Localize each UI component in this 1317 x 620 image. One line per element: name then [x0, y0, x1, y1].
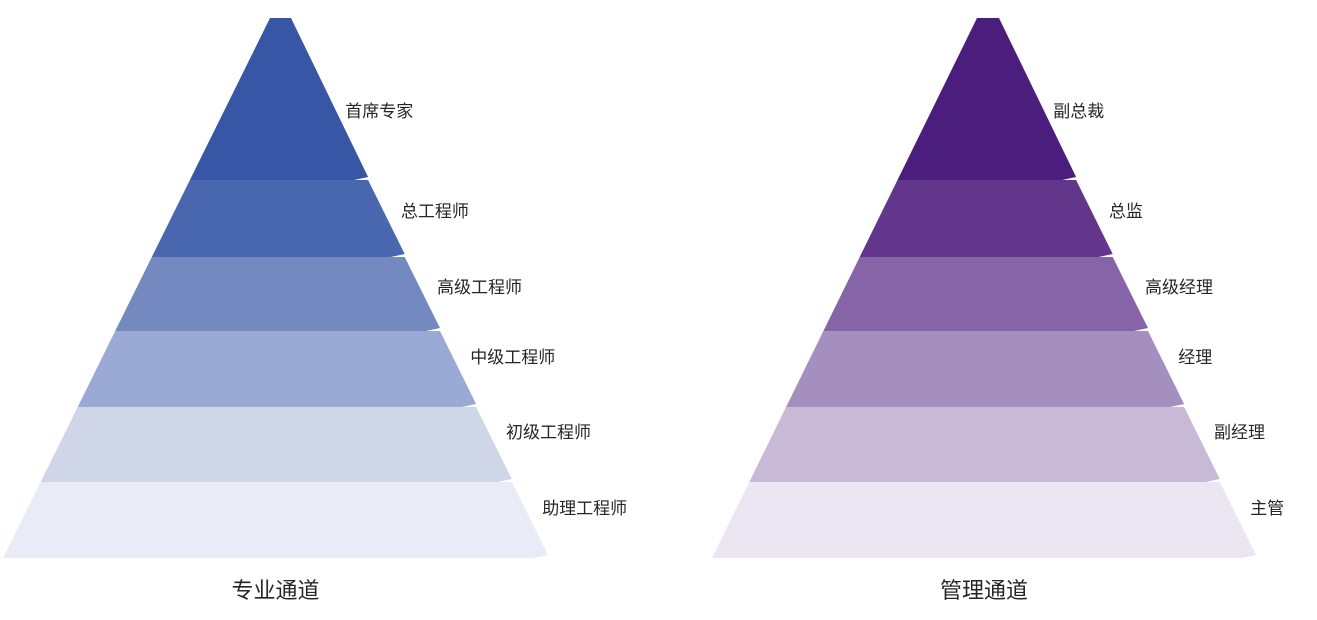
management-level-5-band: [749, 407, 1220, 482]
management-level-3-label: 高级经理: [1145, 278, 1213, 298]
management-level-4-label: 经理: [1178, 348, 1212, 368]
professional-level-6-band: [3, 482, 548, 558]
management-level-2-label: 总监: [1109, 202, 1143, 222]
professional-level-5-band: [40, 407, 512, 482]
professional-level-4-band: [77, 331, 477, 407]
management-level-2-band: [859, 180, 1113, 257]
management-level-6-label: 主管: [1250, 499, 1284, 519]
professional-level-1-band: [189, 18, 369, 180]
management-level-4-band: [786, 331, 1185, 407]
management-level-6-band: [712, 482, 1256, 558]
professional-level-6-label: 助理工程师: [542, 499, 627, 519]
professional-level-2-label: 总工程师: [401, 202, 469, 222]
management-level-5-label: 副经理: [1214, 423, 1265, 443]
professional-track-title: 专业通道: [231, 579, 319, 604]
management-level-3-band: [823, 257, 1148, 331]
management-level-1-band: [897, 18, 1077, 180]
professional-level-3-label: 高级工程师: [437, 278, 522, 298]
professional-level-1-label: 首席专家: [345, 102, 413, 122]
professional-level-4-label: 中级工程师: [470, 348, 555, 368]
professional-level-5-label: 初级工程师: [506, 423, 591, 443]
management-track-title: 管理通道: [940, 579, 1028, 604]
professional-level-3-band: [115, 257, 440, 331]
management-level-1-label: 副总裁: [1053, 102, 1104, 122]
professional-level-2-band: [151, 180, 405, 257]
